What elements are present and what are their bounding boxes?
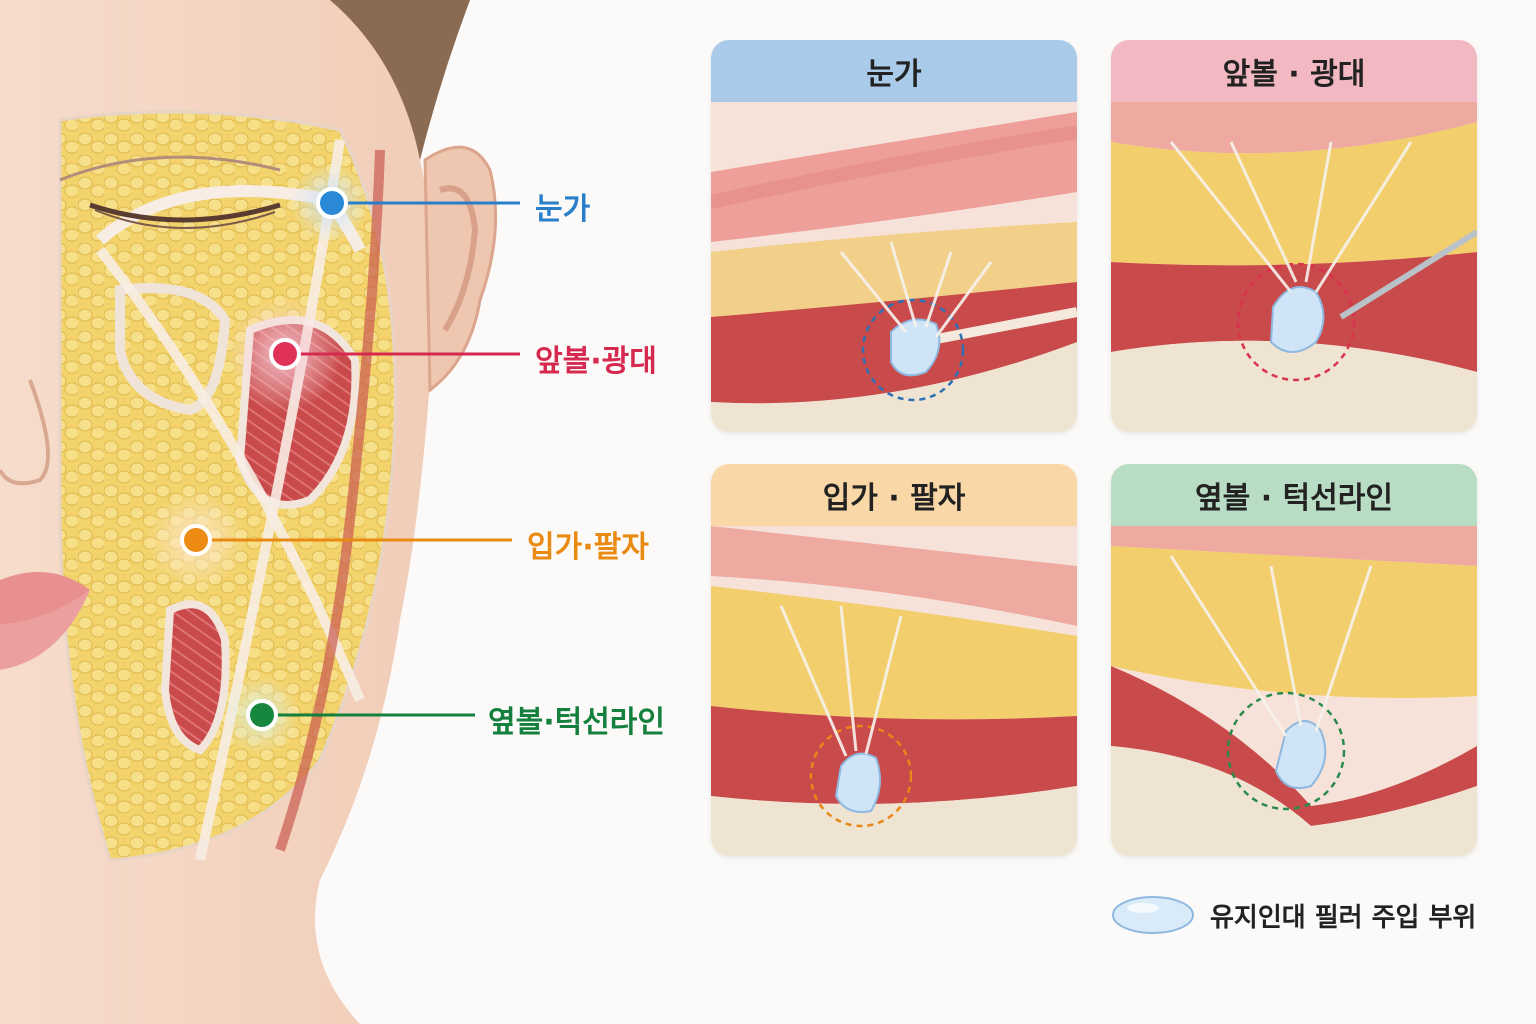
- mouth-marker-dot: [180, 524, 212, 556]
- panel-eye: 눈가: [711, 40, 1077, 432]
- callout-mouth: 입가·팔자: [527, 530, 649, 565]
- cheek-front-cross-section: [1111, 102, 1477, 432]
- filler-blob-icon: [1112, 896, 1194, 934]
- eye-cross-section: [711, 102, 1077, 432]
- panel-mouth: 입가 · 팔자: [711, 464, 1077, 856]
- face-anatomy-illustration: [0, 0, 520, 1024]
- jaw-marker-dot: [246, 699, 278, 731]
- eye-marker-dot: [316, 187, 348, 219]
- panel-cheek-front-title: 앞볼 · 광대: [1111, 40, 1477, 102]
- panel-jaw-title: 옆볼 · 턱선라인: [1111, 464, 1477, 526]
- legend-label: 유지인대 필러 주입 부위: [1210, 902, 1477, 933]
- callout-eye: 눈가: [535, 192, 591, 227]
- callout-cheek-front: 앞볼·광대: [535, 344, 657, 379]
- jaw-cross-section: [1111, 526, 1477, 856]
- callout-jaw: 옆볼·턱선라인: [488, 705, 665, 740]
- panel-eye-title: 눈가: [711, 40, 1077, 102]
- cheek-front-marker-dot: [269, 338, 301, 370]
- legend: 유지인대 필러 주입 부위: [1110, 893, 1476, 937]
- panel-jaw: 옆볼 · 턱선라인: [1111, 464, 1477, 856]
- panel-mouth-title: 입가 · 팔자: [711, 464, 1077, 526]
- panel-cheek-front: 앞볼 · 광대: [1111, 40, 1477, 432]
- mouth-cross-section: [711, 526, 1077, 856]
